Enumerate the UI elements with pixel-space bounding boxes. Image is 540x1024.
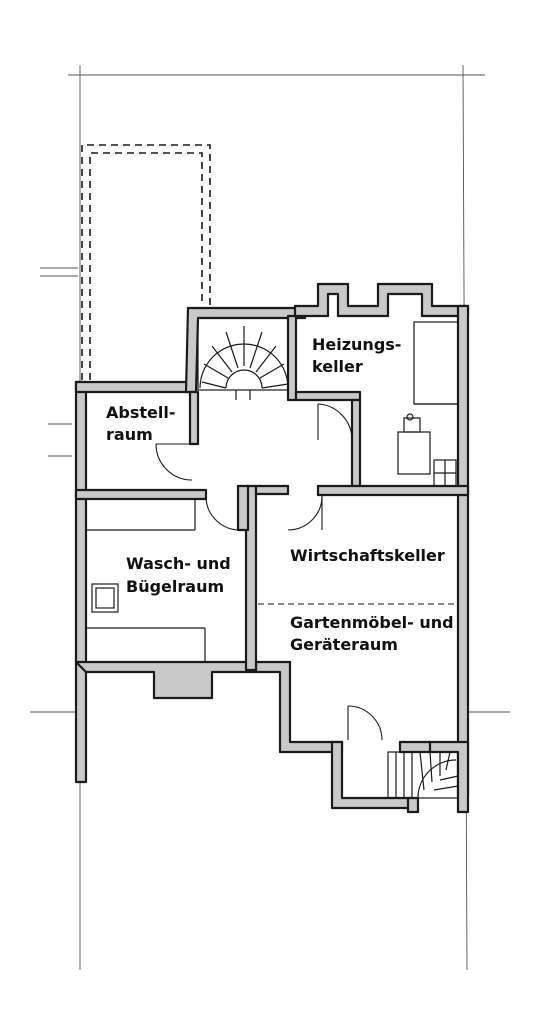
spiral-staircase-top bbox=[197, 317, 289, 400]
room-label-waschraum: Wasch- und Bügelraum bbox=[126, 554, 236, 596]
door-swings bbox=[155, 403, 383, 741]
room-label-abstellraum: Abstell- raum bbox=[106, 403, 181, 444]
room-label-gartenmoebel: Gartenmöbel- und Geräteraum bbox=[290, 613, 459, 654]
spiral-staircase-bottom bbox=[387, 751, 459, 799]
room-label-wirtschaftskeller: Wirtschaftskeller bbox=[290, 546, 445, 565]
property-lines bbox=[30, 64, 510, 971]
laundry-fixtures bbox=[86, 499, 206, 662]
dashed-outline-extension bbox=[81, 144, 211, 380]
heating-equipment bbox=[397, 321, 459, 487]
room-label-heizungskeller: Heizungs- keller bbox=[312, 335, 407, 376]
interior-walls bbox=[74, 314, 470, 672]
